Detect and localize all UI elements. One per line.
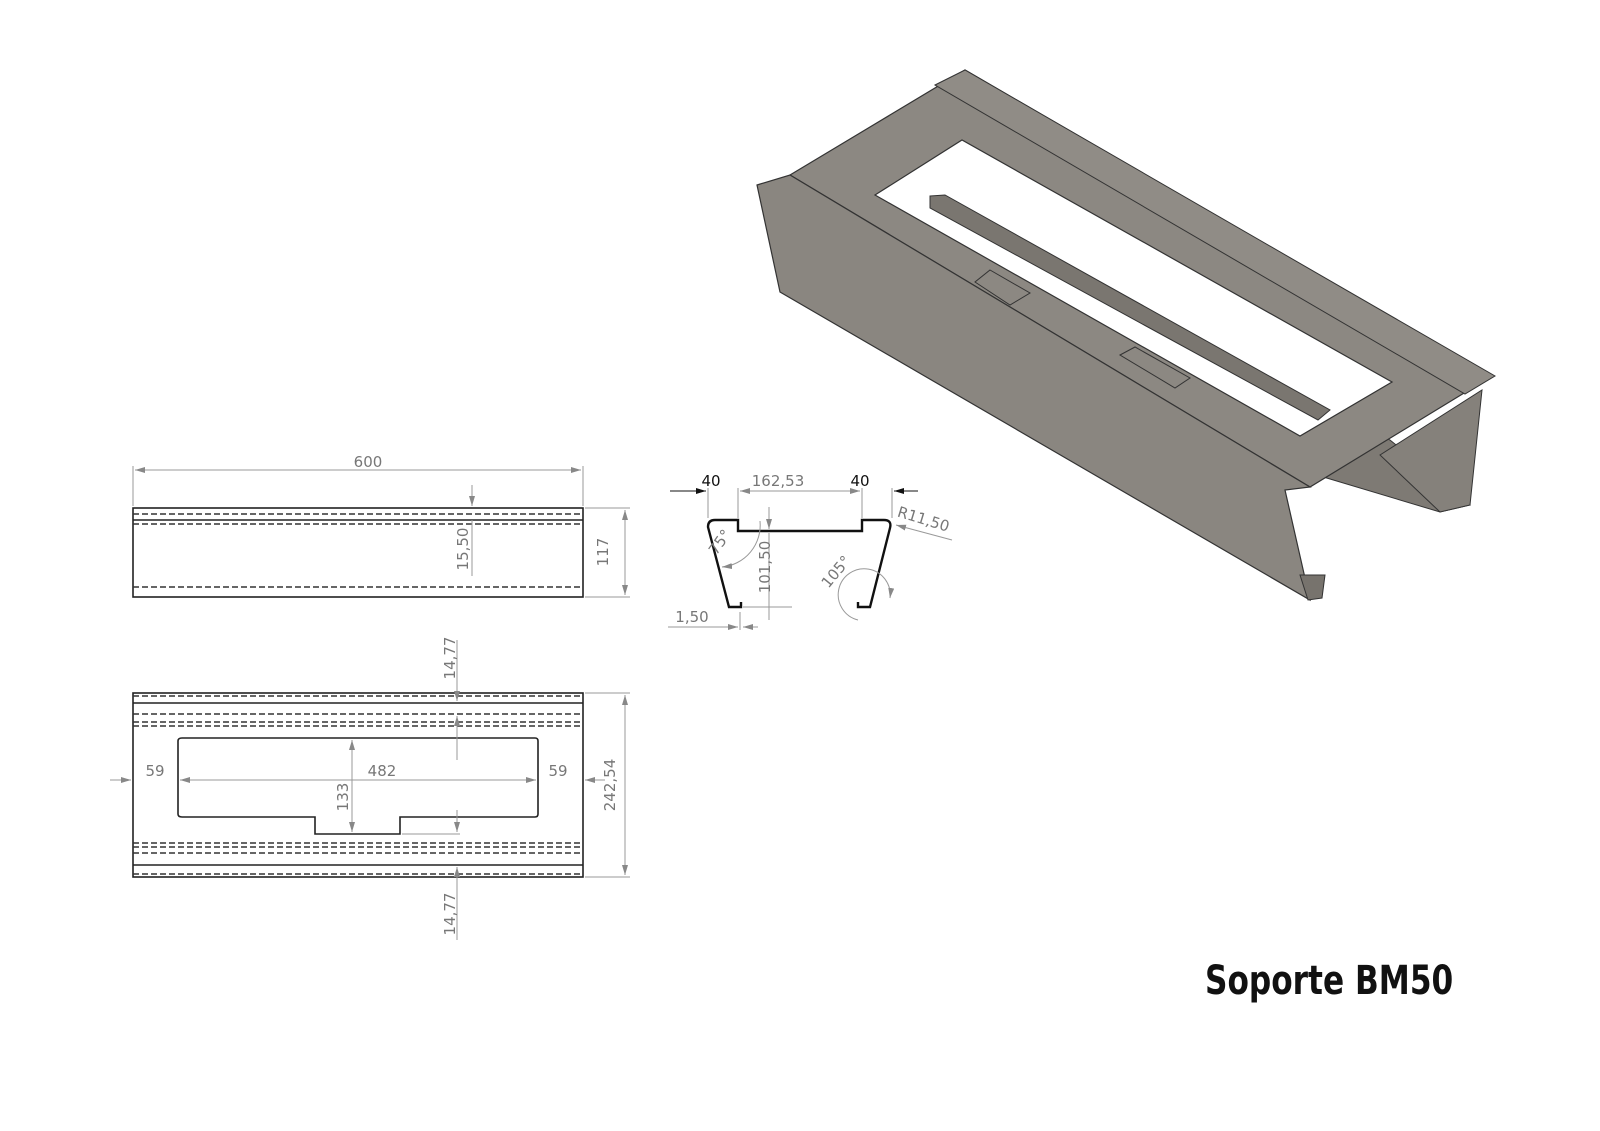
dim-margin-left: 59 [145,762,164,780]
dim-length: 600 [354,453,383,471]
dim-edge-bottom: 14,77 [441,893,459,936]
dim-radius: R11,50 [895,503,951,536]
dim-flange: 15,50 [454,528,472,571]
isometric-view [756,69,1496,602]
dim-total-width: 242,54 [601,759,619,812]
side-view: 600 15,50 117 [132,453,630,598]
cutout-notch-right [1118,346,1191,389]
dim-margin-right: 59 [548,762,567,780]
dim-web: 162,53 [752,472,805,490]
dim-flange-left: 40 [701,472,720,490]
dim-depth: 101,50 [756,541,774,594]
dim-angle-right: 105° [818,552,855,591]
dim-flange-right: 40 [850,472,869,490]
back-flange [933,69,1496,395]
cutout-opening [873,139,1394,437]
drawing-title: Soporte BM50 [1205,958,1454,1004]
profile-view: 40 162,53 40 101,50 1,50 75° 105° R11,50 [668,472,953,630]
dim-cutout-width: 133 [334,783,352,812]
top-view: 59 482 59 133 242,54 14,77 14,77 [110,637,630,940]
front-wall [756,174,1312,602]
dim-height: 117 [594,538,612,567]
end-wall [1379,389,1483,513]
dim-edge-top: 14,77 [441,637,459,680]
cutout-notch-left [974,269,1031,306]
dim-thickness: 1,50 [675,608,708,626]
front-hook [1299,574,1326,601]
rear-wall-visible [929,194,1331,421]
dim-cutout-length: 482 [368,762,397,780]
